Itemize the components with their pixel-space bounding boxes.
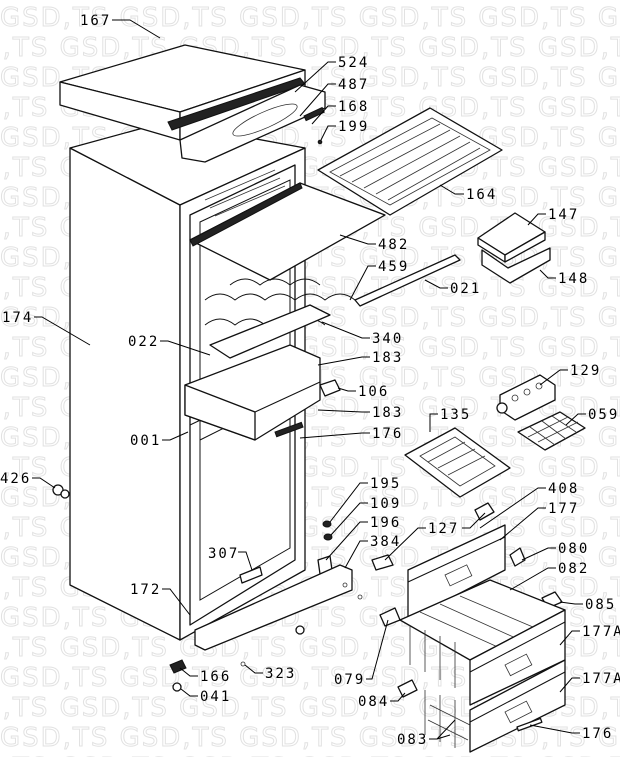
handle-176 xyxy=(274,421,304,438)
label-183-upper: 183 xyxy=(372,350,403,366)
shelf-340 xyxy=(209,304,331,359)
label-307: 307 xyxy=(208,546,239,562)
watermark-row: GSD,TS GSD,TS GSD,TS GSD,TS GSD,TS GSD,T… xyxy=(0,3,620,33)
foot-166 xyxy=(169,659,187,674)
shelf-482 xyxy=(189,182,386,281)
clip-307 xyxy=(239,566,263,584)
label-196: 196 xyxy=(370,515,401,531)
label-176-lower: 176 xyxy=(582,726,613,742)
label-426: 426 xyxy=(0,471,31,487)
drawer-front-177A-upper xyxy=(469,609,566,706)
freezer-tray-135 xyxy=(404,427,511,498)
label-408: 408 xyxy=(548,481,579,497)
label-059: 059 xyxy=(588,407,619,423)
butter-box-147-148 xyxy=(477,212,551,284)
label-079: 079 xyxy=(334,672,365,688)
label-106: 106 xyxy=(358,384,389,400)
screw-hole xyxy=(357,594,363,600)
label-177A-upper: 177A xyxy=(582,624,620,640)
label-174: 174 xyxy=(2,310,33,326)
label-084: 084 xyxy=(358,694,389,710)
foot-041 xyxy=(172,682,182,692)
egg-holder-129 xyxy=(496,374,556,421)
label-082: 082 xyxy=(558,561,589,577)
label-172: 172 xyxy=(130,582,161,598)
label-022: 022 xyxy=(128,334,159,350)
rail-408 xyxy=(474,502,495,521)
basket-083 xyxy=(424,690,471,748)
kick-plate-384 xyxy=(194,564,353,651)
control-panel-524 xyxy=(179,84,326,163)
rail-080 xyxy=(509,547,526,567)
part-109 xyxy=(323,533,333,541)
leader-lines xyxy=(32,19,586,740)
label-176-upper: 176 xyxy=(372,426,403,442)
label-127: 127 xyxy=(428,521,459,537)
label-340: 340 xyxy=(372,331,403,347)
label-167: 167 xyxy=(80,13,111,29)
hinge-426 xyxy=(52,484,70,499)
label-482: 482 xyxy=(378,237,409,253)
label-001: 001 xyxy=(130,433,161,449)
part-labels: 167 524 487 168 199 164 147 482 459 148 … xyxy=(0,13,620,748)
label-021: 021 xyxy=(450,281,481,297)
label-085: 085 xyxy=(585,597,616,613)
label-487: 487 xyxy=(338,77,369,93)
label-083: 083 xyxy=(397,732,428,748)
screw-323 xyxy=(240,661,246,667)
clip-127 xyxy=(371,554,394,571)
part-195 xyxy=(322,520,332,528)
label-168: 168 xyxy=(338,99,369,115)
label-183-lower: 183 xyxy=(372,405,403,421)
label-323: 323 xyxy=(265,666,296,682)
label-135: 135 xyxy=(440,407,471,423)
drawer-front-177A-lower xyxy=(469,659,566,753)
ice-tray-059 xyxy=(517,411,586,451)
label-459: 459 xyxy=(378,259,409,275)
label-177A-lower: 177A xyxy=(582,671,620,687)
label-129: 129 xyxy=(570,363,601,379)
rail-084 xyxy=(397,679,418,698)
label-166: 166 xyxy=(200,669,231,685)
glass-shelf-164 xyxy=(317,107,503,216)
label-109: 109 xyxy=(370,496,401,512)
strip-021 xyxy=(354,254,461,307)
drawer-front-177 xyxy=(407,524,506,621)
label-080: 080 xyxy=(558,541,589,557)
label-384: 384 xyxy=(370,534,401,550)
label-524: 524 xyxy=(338,55,369,71)
label-164: 164 xyxy=(466,187,497,203)
foot-right xyxy=(295,625,305,635)
label-147: 147 xyxy=(548,207,579,223)
watermark-row: GSD,TS GSD,TS GSD,TS GSD,TS GSD,TS GSD,T… xyxy=(0,33,620,63)
label-177: 177 xyxy=(548,501,579,517)
watermark-row: GSD,TS GSD,TS GSD,TS GSD,TS GSD,TS GSD,T… xyxy=(0,753,620,757)
label-148: 148 xyxy=(558,271,589,287)
label-199: 199 xyxy=(338,119,369,135)
label-195: 195 xyxy=(370,476,401,492)
crisper-183 xyxy=(184,344,321,441)
label-041: 041 xyxy=(200,689,231,705)
clip-106 xyxy=(319,379,341,397)
